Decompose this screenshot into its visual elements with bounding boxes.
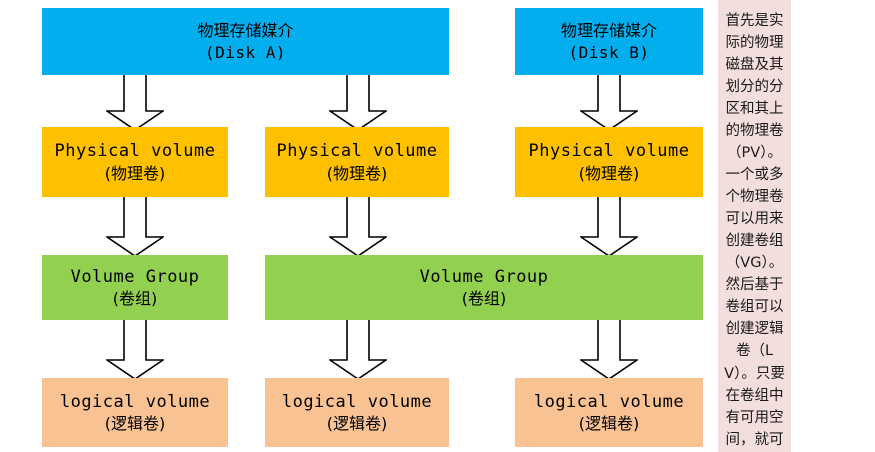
- arrow-vg2-to-lv3: [580, 318, 638, 380]
- node-disk-b[interactable]: 物理存储媒介 (Disk B): [515, 8, 703, 75]
- node-physical-volume-3-title-en: Physical volume: [528, 141, 690, 162]
- node-disk-a-title-en: (Disk A): [204, 42, 287, 62]
- node-disk-a-title-cn: 物理存储媒介: [197, 21, 294, 41]
- node-logical-volume-3-title-cn: (逻辑卷): [578, 414, 640, 434]
- node-disk-b-title-en: (Disk B): [568, 42, 650, 62]
- arrow-pv3-to-vg2: [580, 195, 638, 257]
- node-logical-volume-2[interactable]: logical volume (逻辑卷): [265, 378, 449, 447]
- node-logical-volume-1[interactable]: logical volume (逻辑卷): [42, 378, 228, 447]
- node-disk-a[interactable]: 物理存储媒介 (Disk A): [42, 8, 449, 75]
- arrow-pv2-to-vg2: [329, 195, 387, 257]
- node-volume-group-2[interactable]: Volume Group (卷组): [265, 255, 703, 320]
- node-logical-volume-1-title-cn: (逻辑卷): [104, 414, 166, 434]
- explanation-note-text: 首先是实际的物理磁盘及其划分的分区和其上的物理卷（PV）。一个或多个物理卷可以用…: [724, 13, 785, 448]
- arrow-pv1-to-vg1: [106, 195, 164, 257]
- node-physical-volume-1-title-en: Physical volume: [54, 141, 216, 162]
- explanation-note-panel: 首先是实际的物理磁盘及其划分的分区和其上的物理卷（PV）。一个或多个物理卷可以用…: [718, 0, 791, 452]
- arrow-vg2-to-lv2: [329, 318, 387, 380]
- node-physical-volume-2-title-cn: (物理卷): [326, 163, 388, 183]
- node-physical-volume-1[interactable]: Physical volume (物理卷): [42, 127, 228, 197]
- node-physical-volume-2[interactable]: Physical volume (物理卷): [265, 127, 449, 197]
- node-volume-group-1-title-cn: (卷组): [112, 289, 158, 309]
- node-physical-volume-1-title-cn: (物理卷): [104, 163, 166, 183]
- node-physical-volume-2-title-en: Physical volume: [276, 141, 438, 162]
- node-volume-group-1-title-en: Volume Group: [70, 266, 200, 287]
- node-logical-volume-3-title-en: logical volume: [533, 391, 685, 412]
- arrow-disk-b-to-pv3: [580, 73, 638, 131]
- node-volume-group-2-title-cn: (卷组): [461, 289, 507, 309]
- node-logical-volume-3[interactable]: logical volume (逻辑卷): [515, 378, 703, 447]
- node-logical-volume-2-title-cn: (逻辑卷): [326, 414, 388, 434]
- node-volume-group-1[interactable]: Volume Group (卷组): [42, 255, 228, 320]
- arrow-disk-a-to-pv1: [106, 73, 164, 131]
- arrow-vg1-to-lv1: [106, 318, 164, 380]
- node-logical-volume-1-title-en: logical volume: [59, 391, 211, 412]
- node-physical-volume-3-title-cn: (物理卷): [578, 163, 640, 183]
- node-volume-group-2-title-en: Volume Group: [419, 266, 549, 287]
- node-logical-volume-2-title-en: logical volume: [281, 391, 433, 412]
- node-disk-b-title-cn: 物理存储媒介: [560, 21, 657, 41]
- node-physical-volume-3[interactable]: Physical volume (物理卷): [515, 127, 703, 197]
- arrow-disk-a-to-pv2: [329, 73, 387, 131]
